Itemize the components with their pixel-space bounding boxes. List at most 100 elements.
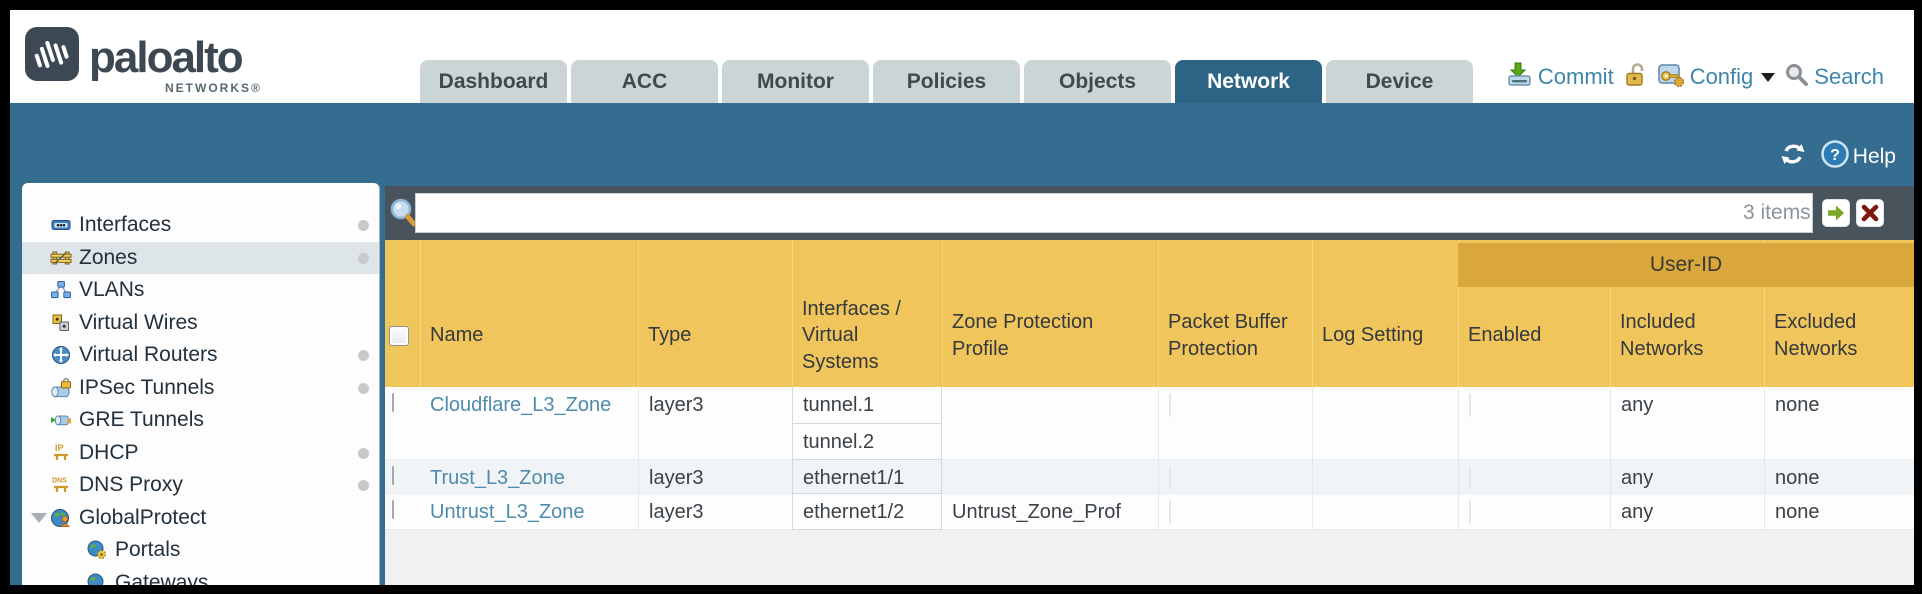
lock-icon[interactable] bbox=[1623, 61, 1648, 94]
column-header-enabled[interactable]: Enabled bbox=[1458, 240, 1610, 387]
dhcp-icon: IP bbox=[50, 442, 72, 464]
gateways-icon bbox=[86, 572, 108, 585]
items-count-label: 3 items bbox=[1743, 201, 1811, 224]
commit-icon bbox=[1506, 61, 1533, 94]
column-header-packet-buffer-protection[interactable]: Packet Buffer Protection bbox=[1158, 240, 1312, 387]
vlans-icon bbox=[50, 279, 72, 301]
row-checkbox[interactable] bbox=[392, 393, 394, 412]
config-menu[interactable]: Config bbox=[1657, 61, 1776, 94]
zone-name-link[interactable]: Untrust_L3_Zone bbox=[430, 501, 585, 523]
column-header-zone-protection-profile[interactable]: Zone Protection Profile bbox=[942, 240, 1158, 387]
included-networks-cell: any bbox=[1610, 460, 1764, 494]
help-icon: ? bbox=[1821, 140, 1849, 174]
excluded-networks-cell: none bbox=[1764, 494, 1914, 530]
sidebar-item-ipsec-tunnels[interactable]: IPSec Tunnels bbox=[22, 372, 379, 405]
row-checkbox[interactable] bbox=[392, 466, 394, 485]
sidebar-item-label: Virtual Routers bbox=[79, 343, 218, 367]
sidebar-item-gateways[interactable]: Gateways bbox=[22, 567, 379, 585]
sidebar-item-vlans[interactable]: VLANs bbox=[22, 274, 379, 307]
table-row[interactable]: Cloudflare_L3_Zone layer3 tunnel.1 tunne… bbox=[385, 387, 1914, 460]
sidebar-item-label: GRE Tunnels bbox=[79, 408, 204, 432]
column-header-included-networks[interactable]: Included Networks bbox=[1610, 240, 1764, 387]
user-id-enabled-checkbox bbox=[1469, 393, 1471, 417]
status-dot bbox=[358, 350, 369, 361]
table-footer-area bbox=[385, 530, 1914, 585]
expand-triangle-icon[interactable] bbox=[31, 512, 47, 523]
filter-input[interactable] bbox=[415, 193, 1813, 233]
status-dot bbox=[358, 382, 369, 394]
status-dot bbox=[358, 252, 369, 264]
column-header-log-setting[interactable]: Log Setting bbox=[1312, 240, 1458, 387]
content-toolbar: ? Help bbox=[1779, 140, 1896, 174]
svg-text:?: ? bbox=[1830, 147, 1840, 164]
sidebar-item-label: GlobalProtect bbox=[79, 505, 207, 529]
virtual-routers-icon bbox=[50, 344, 72, 366]
virtual-wires-icon bbox=[50, 312, 72, 334]
table-row[interactable]: Untrust_L3_Zone layer3 ethernet1/2 Untru… bbox=[385, 494, 1914, 530]
packet-buffer-protection-checkbox bbox=[1169, 466, 1171, 490]
globalprotect-icon bbox=[50, 507, 72, 529]
log-setting-cell bbox=[1312, 494, 1458, 530]
sidebar-item-label: IPSec Tunnels bbox=[79, 375, 215, 399]
apply-filter-button[interactable] bbox=[1822, 199, 1850, 227]
zone-interfaces-cell: ethernet1/1 bbox=[792, 460, 942, 494]
select-all-column-header bbox=[385, 240, 420, 387]
ipsec-tunnels-icon bbox=[50, 377, 72, 399]
column-header-interfaces[interactable]: Interfaces / Virtual Systems bbox=[792, 240, 942, 387]
column-header-excluded-networks[interactable]: Excluded Networks bbox=[1764, 240, 1914, 387]
interfaces-icon bbox=[50, 214, 72, 236]
dns-proxy-icon: DNS bbox=[50, 474, 72, 496]
table-row[interactable]: Trust_L3_Zone layer3 ethernet1/1 any non… bbox=[385, 460, 1914, 494]
sidebar-item-label: Portals bbox=[115, 538, 181, 562]
header-actions: Commit bbox=[1506, 56, 1884, 98]
row-checkbox[interactable] bbox=[392, 500, 394, 519]
packet-buffer-protection-checkbox bbox=[1169, 500, 1171, 524]
status-dot bbox=[358, 447, 369, 459]
interface-item: tunnel.1 bbox=[793, 387, 941, 424]
log-setting-cell bbox=[1312, 387, 1458, 460]
sidebar-item-gre-tunnels[interactable]: GRE Tunnels bbox=[22, 404, 379, 437]
tab-network[interactable]: Network bbox=[1175, 60, 1322, 103]
sidebar-item-zones[interactable]: Zones bbox=[22, 241, 379, 274]
sidebar-item-dns-proxy[interactable]: DNS DNS Proxy bbox=[22, 469, 379, 502]
column-header-type[interactable]: Type bbox=[638, 240, 792, 387]
refresh-icon[interactable] bbox=[1779, 141, 1807, 173]
tab-monitor[interactable]: Monitor bbox=[722, 60, 869, 103]
status-dot bbox=[358, 480, 369, 491]
column-header-name[interactable]: Name bbox=[420, 240, 638, 387]
commit-button[interactable]: Commit bbox=[1506, 61, 1614, 94]
zone-type-cell: layer3 bbox=[638, 460, 792, 494]
sidebar-item-globalprotect[interactable]: GlobalProtect bbox=[22, 502, 379, 535]
sidebar-item-virtual-wires[interactable]: Virtual Wires bbox=[22, 307, 379, 340]
zone-type-cell: layer3 bbox=[638, 494, 792, 530]
excluded-networks-cell: none bbox=[1764, 387, 1914, 460]
status-dot bbox=[358, 220, 369, 231]
packet-buffer-protection-checkbox bbox=[1169, 393, 1171, 417]
interface-item: tunnel.2 bbox=[793, 424, 941, 460]
zones-icon bbox=[50, 247, 72, 269]
help-button[interactable]: ? Help bbox=[1821, 140, 1896, 174]
sidebar-item-virtual-routers[interactable]: Virtual Routers bbox=[22, 339, 379, 372]
search-icon bbox=[1784, 62, 1809, 93]
tab-acc[interactable]: ACC bbox=[571, 60, 718, 103]
clear-filter-button[interactable] bbox=[1856, 199, 1884, 227]
tab-device[interactable]: Device bbox=[1326, 60, 1473, 103]
select-all-checkbox[interactable] bbox=[388, 325, 409, 346]
filter-bar: 3 items bbox=[385, 186, 1914, 240]
zone-protection-profile-cell bbox=[942, 460, 1158, 494]
interface-item: ethernet1/1 bbox=[793, 460, 941, 494]
svg-text:IP: IP bbox=[55, 443, 64, 453]
global-search-button[interactable]: Search bbox=[1784, 62, 1884, 93]
tab-objects[interactable]: Objects bbox=[1024, 60, 1171, 103]
zone-name-link[interactable]: Trust_L3_Zone bbox=[430, 467, 565, 489]
excluded-networks-cell: none bbox=[1764, 460, 1914, 494]
tab-dashboard[interactable]: Dashboard bbox=[420, 60, 567, 103]
user-id-enabled-checkbox bbox=[1469, 466, 1471, 490]
sidebar-item-interfaces[interactable]: Interfaces bbox=[22, 209, 379, 242]
tab-policies[interactable]: Policies bbox=[873, 60, 1020, 103]
brand-wordmark: paloalto bbox=[89, 33, 244, 82]
sidebar-item-portals[interactable]: Portals bbox=[22, 534, 379, 567]
sidebar-item-label: DHCP bbox=[79, 440, 139, 464]
sidebar-item-dhcp[interactable]: IP DHCP bbox=[22, 437, 379, 470]
zone-name-link[interactable]: Cloudflare_L3_Zone bbox=[430, 394, 612, 416]
